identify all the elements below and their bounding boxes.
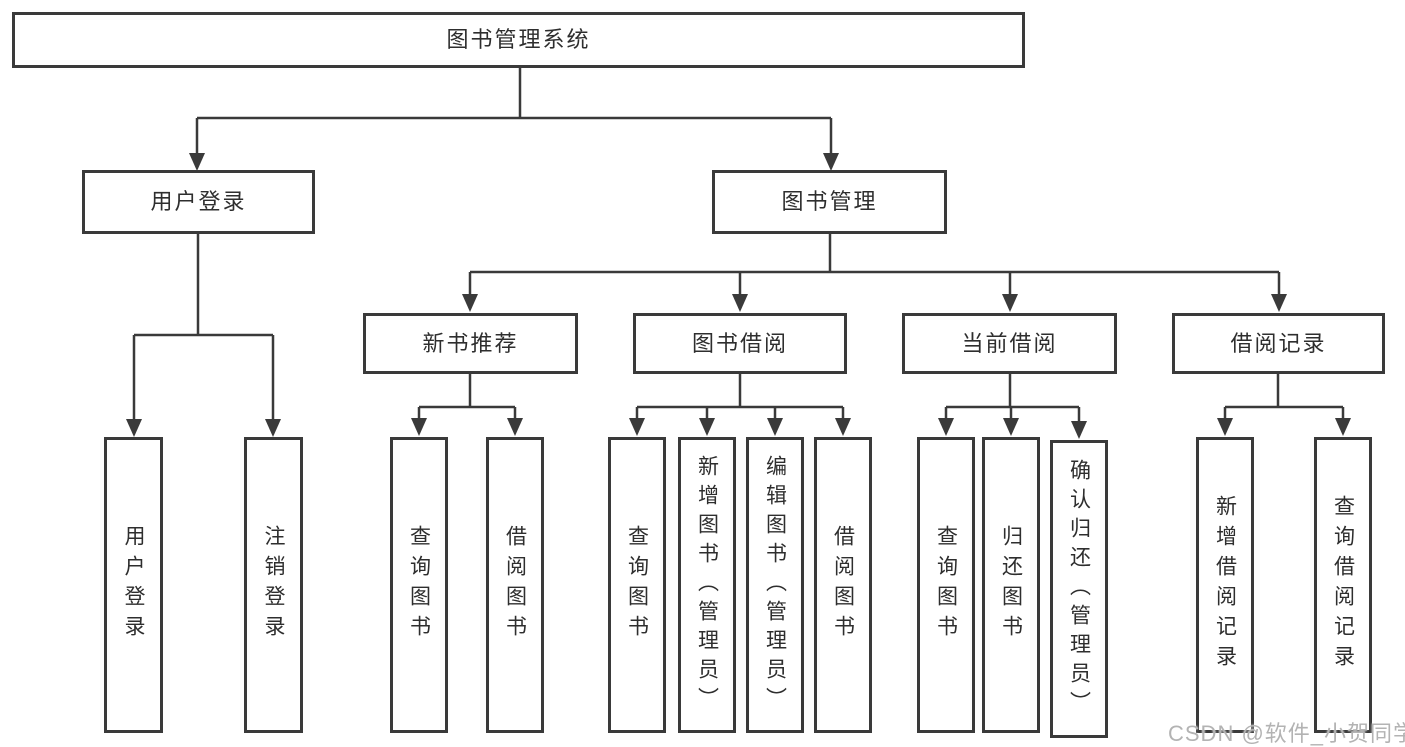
connector-current-borrow-children — [944, 374, 1081, 424]
node-new-book-recommend: 新书推荐 — [363, 313, 578, 374]
node-label: 图书管理系统 — [446, 27, 591, 52]
node-label: 图书管理 — [781, 189, 878, 214]
node-root: 图书管理系统 — [12, 12, 1025, 68]
node-br-add-record: 新增借阅记录 — [1196, 437, 1254, 733]
node-rec-borrow-books: 借阅图书 — [486, 437, 544, 733]
node-label: 确认归还（管理员） — [1067, 458, 1091, 720]
node-book-management: 图书管理 — [712, 170, 947, 234]
node-label: 查询图书 — [625, 525, 649, 645]
node-label: 查询借阅记录 — [1331, 495, 1355, 675]
node-label: 归还图书 — [999, 525, 1023, 645]
node-cb-query-books: 查询图书 — [917, 437, 975, 733]
node-br-query-record: 查询借阅记录 — [1314, 437, 1372, 733]
node-label: 新增借阅记录 — [1213, 495, 1237, 675]
node-label: 借阅图书 — [503, 525, 527, 645]
node-label: 借阅图书 — [831, 525, 855, 645]
connector-user-login-children — [132, 234, 275, 421]
connector-root-to-level2 — [195, 68, 833, 155]
connector-book-borrow-children — [635, 374, 845, 422]
node-cb-confirm-return-admin: 确认归还（管理员） — [1050, 440, 1108, 738]
node-rec-query-books: 查询图书 — [390, 437, 448, 733]
node-label: 查询图书 — [934, 525, 958, 645]
node-user-login: 用户登录 — [82, 170, 315, 234]
watermark: CSDN @软件_小贺同学 — [1168, 721, 1405, 746]
node-label: 图书借阅 — [691, 330, 788, 356]
node-user-login-leaf: 用户登录 — [104, 437, 163, 733]
node-label: 用户登录 — [122, 525, 145, 645]
node-label: 编辑图书（管理员） — [763, 454, 787, 716]
node-label: 借阅记录 — [1230, 330, 1327, 356]
node-book-borrowing: 图书借阅 — [633, 313, 847, 374]
node-label: 当前借阅 — [961, 330, 1058, 356]
node-cb-return-books: 归还图书 — [982, 437, 1040, 733]
node-bb-query-books: 查询图书 — [608, 437, 666, 733]
node-label: 新增图书（管理员） — [695, 454, 719, 716]
node-label: 用户登录 — [150, 189, 247, 214]
connector-book-mgmt-children — [468, 234, 1281, 297]
connector-new-book-children — [417, 374, 517, 422]
node-label: 查询图书 — [407, 525, 431, 645]
node-bb-borrow-books: 借阅图书 — [814, 437, 872, 733]
node-current-borrowing: 当前借阅 — [902, 313, 1117, 374]
node-bb-add-books-admin: 新增图书（管理员） — [678, 437, 736, 733]
node-label: 新书推荐 — [422, 330, 519, 356]
node-bb-edit-books-admin: 编辑图书（管理员） — [746, 437, 804, 733]
node-logout: 注销登录 — [244, 437, 303, 733]
node-label: 注销登录 — [262, 525, 285, 645]
connector-borrow-records-children — [1223, 374, 1345, 422]
node-borrowing-records: 借阅记录 — [1172, 313, 1385, 374]
